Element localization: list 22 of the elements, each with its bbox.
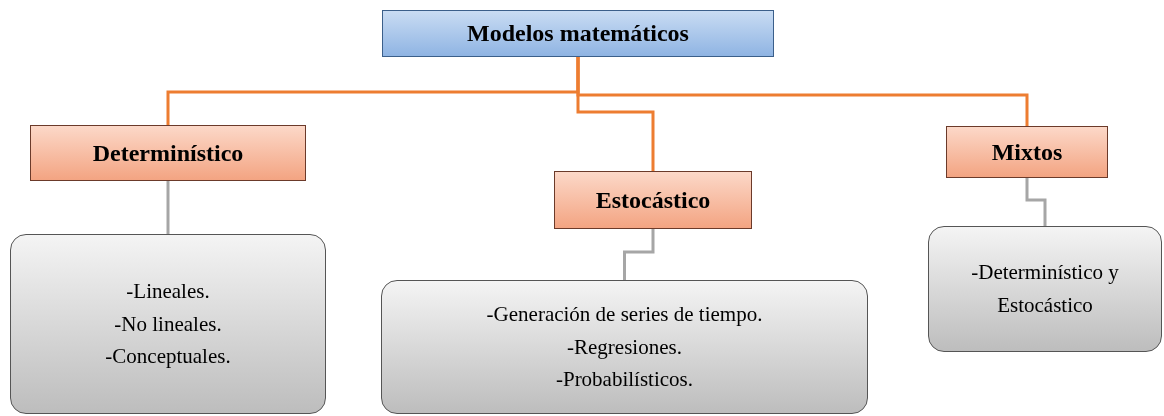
list-item: -Generación de series de tiempo. [486,301,763,329]
connector-line [166,179,170,234]
list-item: -Determinístico y Estocástico [970,259,1120,319]
list-item: -No lineales. [114,310,222,338]
node-label: Estocástico [595,186,711,214]
list-item: -Lineales. [126,278,210,306]
node-label: Mixtos [991,138,1063,166]
list-box [381,280,868,414]
category-box [946,126,1108,178]
list-item: -Regresiones. [567,333,682,361]
root-topic-box [382,10,774,57]
connector-line [1025,178,1047,226]
node-label: Determinístico [92,139,244,167]
category-box [30,125,306,181]
connector-line [576,57,1029,126]
list-box [928,226,1162,352]
list-item: -Probabilísticos. [555,366,694,394]
list-item: -Conceptuales. [105,343,231,371]
connector-line [623,229,655,280]
list-box [10,234,326,414]
category-box [554,171,752,229]
node-label: Modelos matemáticos [467,20,689,47]
